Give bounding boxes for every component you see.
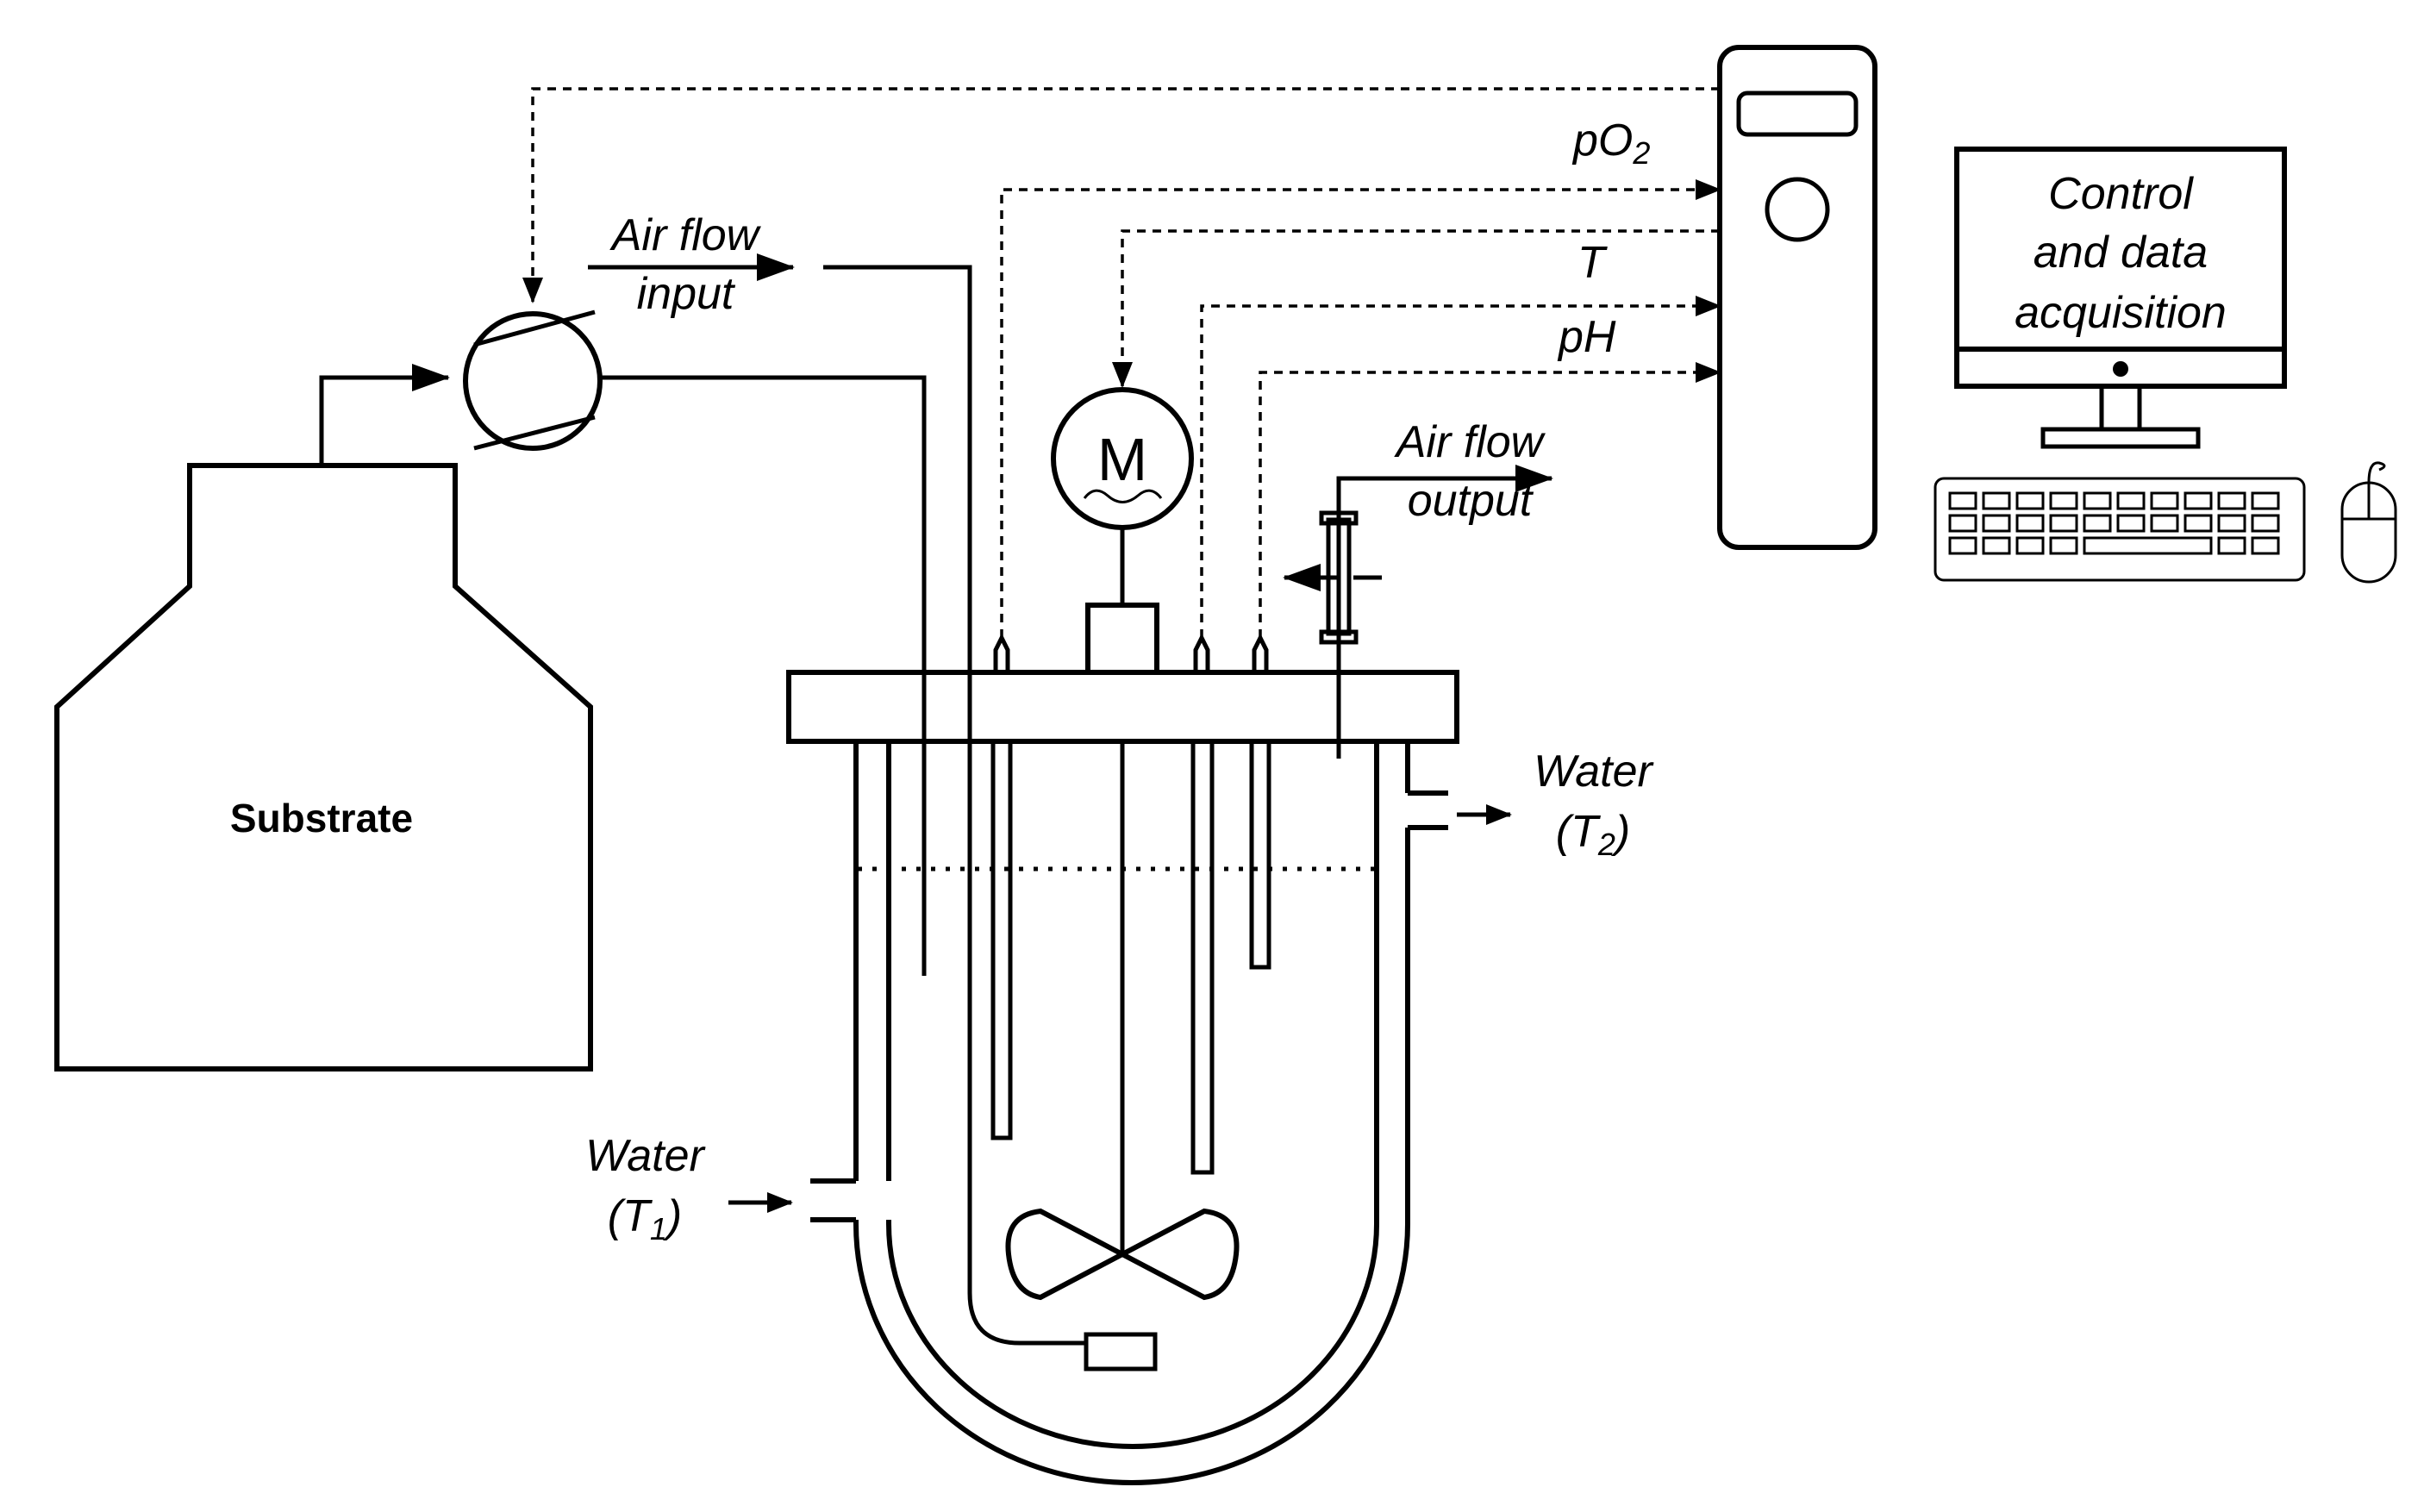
temperature-signal-line — [1200, 296, 1721, 638]
keyboard-key — [1948, 491, 1977, 510]
computer-label-2: and data — [2034, 228, 2208, 278]
keyboard-key — [1948, 514, 1977, 533]
ph-label: pH — [1557, 312, 1616, 362]
temperature-probe — [1190, 633, 1215, 1175]
keyboard-key — [2116, 491, 2146, 510]
reactor-head-plate — [786, 670, 1459, 744]
air-output-label-2: output — [1408, 476, 1534, 526]
monitor-power-dot — [2113, 361, 2128, 377]
water-in-label-1: Water — [585, 1131, 706, 1181]
keyboard-key — [2251, 514, 2280, 533]
motor-icon: M — [1051, 387, 1194, 530]
keyboard-key — [2015, 514, 2045, 533]
monitor-icon — [1954, 147, 2287, 449]
keyboard-key — [1982, 491, 2011, 510]
mouse-icon — [2340, 461, 2397, 584]
ph-signal-line — [1259, 362, 1721, 638]
water-in-label-2: (T1) — [608, 1191, 682, 1246]
keyboard-key — [2150, 491, 2179, 510]
motor-coupling — [1085, 603, 1159, 675]
reactor-jacket-outer — [853, 741, 1410, 1485]
keyboard-key — [1982, 514, 2011, 533]
keyboard-key — [1982, 536, 2011, 555]
keyboard-key — [2217, 491, 2246, 510]
keyboard-key — [2251, 536, 2280, 555]
keyboard-key — [2183, 491, 2213, 510]
pump-outlet-line — [600, 375, 927, 976]
keyboard-key — [2150, 514, 2179, 533]
keyboard-key — [2049, 514, 2078, 533]
air-output-label-1: Air flow — [1394, 417, 1546, 467]
keyboard-key — [2251, 491, 2280, 510]
keyboard-key — [2049, 491, 2078, 510]
po2-probe — [990, 633, 1013, 1140]
air-input-tube — [823, 265, 1086, 1346]
pump-icon — [463, 309, 603, 451]
keyboard-key — [2015, 491, 2045, 510]
keyboard-key — [2217, 514, 2246, 533]
keyboard-keys — [1948, 491, 2280, 555]
pump-control-signal — [522, 87, 1720, 303]
exhaust-tube — [1336, 465, 1553, 759]
keyboard-key — [2116, 514, 2146, 533]
water-out-label-1: Water — [1534, 747, 1654, 797]
water-out-label-2: (T2) — [1556, 807, 1630, 862]
controller-knob — [1765, 177, 1830, 242]
controller-display — [1736, 91, 1859, 137]
keyboard-key — [2015, 536, 2045, 555]
water-inlet-port — [810, 1178, 856, 1222]
keyboard-spacebar — [2083, 536, 2213, 555]
po2-label: pO2 — [1571, 116, 1650, 171]
substrate-vessel: Substrate — [54, 463, 593, 1072]
po2-signal-line — [1000, 179, 1721, 638]
ph-probe — [1249, 633, 1271, 970]
water-outlet-port — [1408, 790, 1448, 830]
air-input-label-2: input — [637, 269, 736, 319]
impeller-icon — [1005, 1208, 1240, 1301]
keyboard-key — [2217, 536, 2246, 555]
keyboard-key — [1948, 536, 1977, 555]
motor-label: M — [1097, 426, 1147, 493]
controller-unit — [1717, 45, 1877, 550]
keyboard-icon — [1934, 477, 2306, 582]
keyboard-key — [2083, 514, 2112, 533]
temperature-label: T — [1577, 238, 1608, 288]
substrate-feed-line — [319, 364, 450, 465]
keyboard-key — [2083, 491, 2112, 510]
keyboard-key — [2183, 514, 2213, 533]
computer-label-1: Control — [2048, 169, 2194, 219]
keyboard-key — [2049, 536, 2078, 555]
reactor-inner-wall — [886, 741, 1379, 1449]
computer-label-3: acquisition — [2015, 288, 2227, 338]
sparger-icon — [1084, 1332, 1158, 1371]
substrate-label: Substrate — [230, 796, 413, 840]
air-input-label-1: Air flow — [609, 210, 762, 260]
motor-control-signal — [1112, 229, 1720, 388]
